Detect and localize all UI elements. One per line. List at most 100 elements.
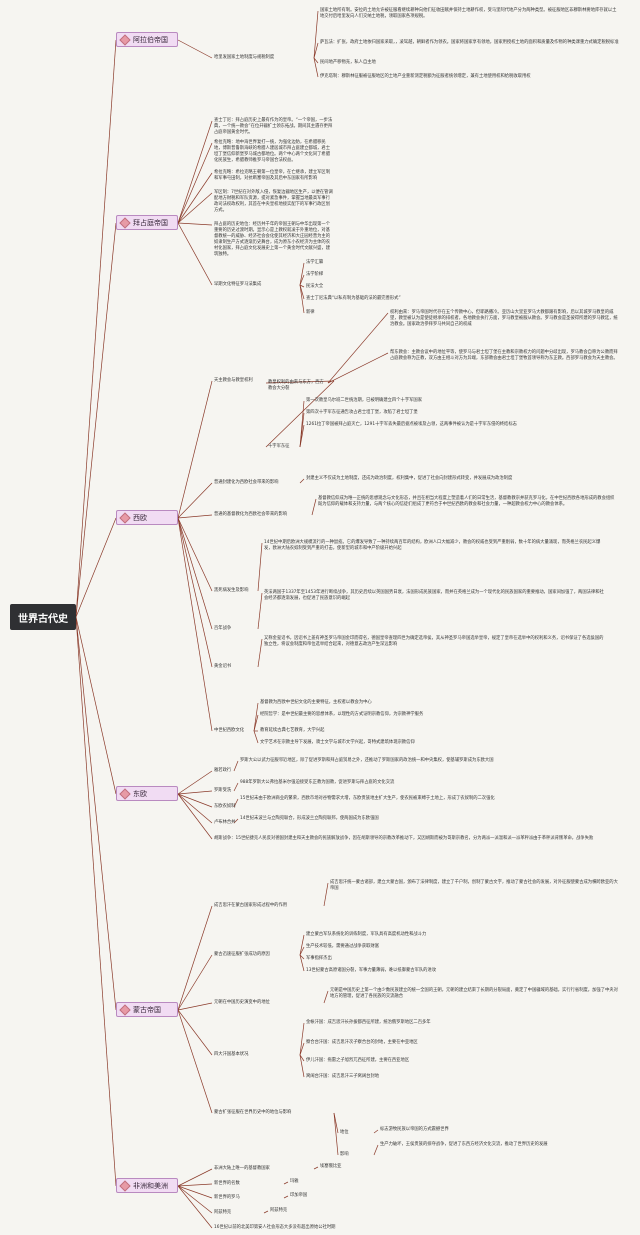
leaf-l22: 教育延续古典七艺教育，大学兴起: [260, 728, 325, 733]
connector: [177, 793, 213, 808]
connector: [313, 57, 319, 64]
leaf-l38: 标志游牧民族以帝国的方式震撼世界: [380, 1127, 449, 1132]
connector: [313, 1166, 319, 1170]
leaf-l25: 988年罗斯大公弗拉基米尔强迫接受东正教为国教，促进罗斯与拜占庭的文化交流: [240, 780, 395, 785]
connector: [177, 517, 213, 592]
connector: [373, 1144, 379, 1156]
subtopic-s15: 雅若政行: [214, 768, 232, 773]
leaf-l37: 窝阔台汗国：成吉思汗三子窝阔台封地: [306, 1074, 380, 1079]
connector: [75, 39, 117, 618]
leaf-l7: 民法大全: [306, 284, 324, 289]
subtopic-s11: 黑死病发生及影响: [214, 588, 249, 593]
subtopic-s25: 非洲大陆上唯一的基督教国家: [214, 1166, 270, 1171]
connector: [177, 517, 213, 630]
connector: [75, 616, 117, 1011]
connector: [299, 954, 305, 972]
topic-label: 西欧: [133, 513, 147, 522]
connector: [263, 1210, 269, 1214]
subtopic-s8: 天主教会与教皇权利: [214, 378, 253, 383]
leaf-l26: 15世纪末由于欧洲商业的繁荣，西欧市场对谷物需求大增，东欧贵族地主扩大生产，使农…: [240, 796, 495, 801]
leaf-l28: 成吉思汗统一蒙古诸部，建立大蒙古国，颁布了法律制度，建立了千户制，创制了蒙古文字…: [330, 880, 618, 891]
connector: [253, 702, 259, 732]
subtopic-s4: 希拉克略：希拉克略王朝第一位皇帝，在亡继承，建立军区制和军事屯田制，对抗断塞帝国…: [214, 170, 331, 181]
connector: [313, 10, 319, 59]
subtopic-s26: 新世界的名数: [214, 1181, 240, 1186]
connector: [253, 730, 259, 744]
connector: [327, 312, 389, 384]
connector: [177, 1009, 213, 1056]
connector: [177, 142, 213, 224]
subtopic-s29: 16世纪以前的北美印第安人社会形态大多没有超出原始公社时期: [214, 1225, 336, 1230]
connector: [177, 1002, 213, 1011]
subtopic-s16: 罗斯受洗: [214, 788, 232, 793]
connector: [177, 1183, 213, 1187]
connector: [177, 482, 213, 519]
root-label: 世界古代史: [18, 613, 68, 625]
connector: [177, 770, 213, 795]
diamond-icon: [119, 33, 131, 46]
leaf-l5: 法学汇纂: [306, 260, 324, 265]
connector: [177, 1009, 213, 1114]
subtopic-s5: 军区制：7世纪在对外敌入侵，恢复边疆地区生产，以便在管调配地方财税和军队资源，提…: [214, 190, 333, 213]
topic-label: 非洲和美洲: [133, 1181, 168, 1190]
node-m2: 十字军东征: [268, 444, 290, 449]
subtopic-s9: 普通封建化为西欧社会带来的影响: [214, 480, 279, 485]
leaf-l10: 权利由来：罗马帝国时代存在五个传教中心，但耶路撒冷。亚历山大里亚罗马大教都跟有影…: [390, 310, 618, 327]
connector: [177, 517, 213, 668]
leaf-l23: 文学艺术在宗教主导下发展，骑士文学与城市文学兴起，哥特式建筑体现宗教信仰: [260, 740, 415, 745]
leaf-l32: 13世纪蒙古高原诸国分裂，军事力量薄弱，难以抵御蒙古军队的进攻: [306, 968, 437, 973]
connector: [177, 172, 213, 224]
leaf-l35: 察合台汗国：成吉思汗次子察合台的封地，主要在中亚地区: [306, 1040, 418, 1045]
connector: [177, 222, 213, 226]
connector: [75, 517, 117, 618]
topic-label: 东欧: [133, 789, 147, 798]
leaf-l13: 第四次十字军东征通告攻占君士坦丁堡，攻陷了君士坦丁堡: [306, 410, 418, 415]
leaf-l36: 伊儿汗国：拖雷之子旭烈兀西征所建，主要在西亚地区: [306, 1058, 410, 1063]
leaf-l39: 生产力破坏，王侯贵族的掠夺战争，促进了东西方经济文化交流，推动了世界历史的发展: [380, 1142, 548, 1147]
connector: [233, 760, 239, 772]
connector: [299, 946, 305, 956]
leaf-l19: 又称金玺诏书，因诏书上盖有神圣罗马帝国金印而得名，德国皇帝查理四世为确定选帝侯，…: [264, 636, 604, 647]
leaf-l29: 建立蒙古军队系统化的训练制度，军队具有高度机动性和战斗力: [306, 932, 427, 937]
connector: [75, 616, 117, 1187]
connector: [299, 262, 305, 286]
connector: [177, 120, 213, 224]
leaf-l43: 阿兹特克: [270, 1208, 288, 1213]
topic-t4: 东欧: [116, 786, 178, 801]
leaf-l8: 查士丁尼法典“以私有制为基础的法的最完善形式”: [306, 296, 401, 301]
subtopic-s1: 哈里发国家土地制度与规税制度: [214, 55, 275, 60]
connector: [265, 380, 335, 384]
connector: [299, 1054, 305, 1078]
leaf-l41: 玛雅: [290, 1179, 299, 1184]
connector: [177, 954, 213, 1011]
subtopic-s12: 百年战争: [214, 626, 232, 631]
subtopic-s27: 新世界的罗马: [214, 1195, 240, 1200]
leaf-l16: 基督教信仰成为唯一正统的思想观念与文化形态，并且在相当大程度上塑造着人们的日常生…: [318, 496, 615, 507]
connector: [233, 798, 239, 808]
topic-t2: 拜占庭帝国: [116, 215, 178, 230]
subtopic-s18: 卢布林合并: [214, 820, 236, 825]
connector: [75, 616, 117, 795]
leaf-l21: 经院哲学：是中世纪最主要的思想体系，以理性的方式证明宗教信仰，为宗教神学服务: [260, 712, 424, 717]
topic-label: 蒙古帝国: [133, 1005, 161, 1014]
connector: [299, 1022, 305, 1056]
leaf-l24: 罗斯大公以武力征服邻近地区，除了促进罗斯和拜占庭贸易之外，还推动了罗斯国家的政治…: [240, 758, 494, 763]
connector: [373, 1129, 379, 1134]
connector: [299, 1054, 305, 1062]
topic-t1: 阿拉伯帝国: [116, 32, 178, 47]
leaf-l2: 萨瓦法：扩张，政府土地依归国家采取，，凌驾越，朝鲜者作为领农。国家将国家享有领地…: [320, 40, 619, 45]
subtopic-s28: 阿兹特克: [214, 1210, 232, 1215]
node-m1: 教皇权利的由来与东方，西方教会大分裂: [268, 380, 324, 391]
node-m3: 地位: [340, 1130, 349, 1135]
subtopic-s14: 中世纪西欧文化: [214, 728, 245, 733]
leaf-l34: 金帐汗国：成吉思汗长孙拔都西征所建，统治俄罗斯地区二百多年: [306, 1020, 431, 1025]
connector: [311, 498, 317, 516]
connector: [177, 793, 213, 824]
subtopic-s2: 查士丁尼：拜占庭历史上最有作为的皇帝。“一个帝国，一步法典，一个统一教会”在位开…: [214, 118, 333, 135]
diamond-icon: [119, 1179, 131, 1192]
diamond-icon: [119, 787, 131, 800]
topic-t5: 蒙古帝国: [116, 1002, 178, 1017]
connector: [177, 517, 213, 732]
